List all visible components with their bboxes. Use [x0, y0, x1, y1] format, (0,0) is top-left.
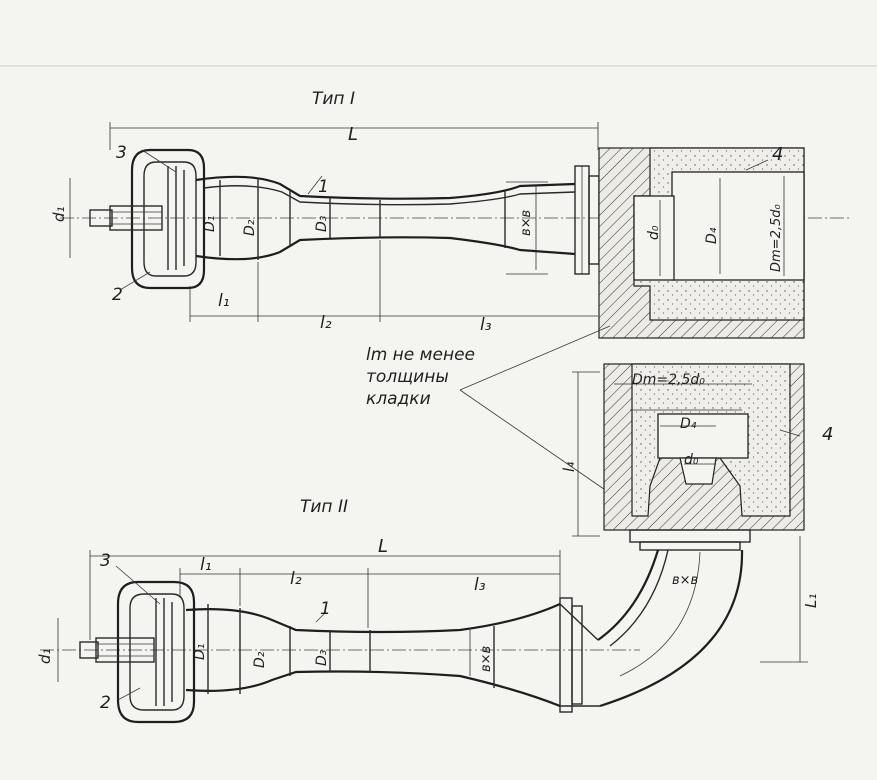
type2-label-d1: d₁ — [36, 648, 54, 664]
type1-title: Тип I — [312, 89, 355, 109]
type2-label-D1: D₁ — [192, 644, 208, 660]
type1-refractory-block — [598, 147, 805, 339]
type2-label-D4: D₄ — [680, 416, 697, 432]
type2-label-l1: l₁ — [200, 555, 212, 575]
type2-flange — [559, 597, 583, 713]
type2-elbow — [597, 549, 744, 708]
type2-length-dimensions — [57, 550, 561, 682]
type1-label-D1: D₁ — [202, 216, 218, 232]
type1-flange — [574, 165, 600, 275]
type1-labels: Тип I L 3 1 2 4 d₁ D₁ D₂ D₃ в×в d₀ D₄ Dm… — [50, 89, 784, 335]
type2-label-l3: l₃ — [474, 575, 486, 595]
type1-label-l1: l₁ — [218, 291, 230, 311]
type2-mixer-tube — [185, 602, 600, 708]
type1-assembly — [60, 122, 850, 339]
type2-assembly — [40, 363, 808, 724]
type2-label-d0: d₀ — [684, 452, 699, 468]
type2-label-D3: D₃ — [314, 649, 330, 666]
type1-label-D3: D₃ — [314, 215, 330, 232]
type2-label-bxb-h: в×в — [672, 573, 698, 588]
type2-label-L: L — [378, 536, 388, 557]
type2-vertical-dimensions — [572, 371, 808, 663]
type2-label-1: 1 — [320, 599, 331, 619]
type2-label-3: 3 — [100, 551, 111, 571]
type1-label-1: 1 — [318, 177, 329, 197]
type1-label-Dm: Dm=2,5d₀ — [769, 204, 784, 272]
type1-label-3: 3 — [116, 143, 127, 163]
type2-label-Dm: Dm=2,5d₀ — [632, 372, 705, 388]
type1-label-D2: D₂ — [242, 219, 258, 236]
type1-label-l3: l₃ — [480, 315, 492, 335]
type1-segment-dimensions — [189, 181, 598, 322]
type1-label-2: 2 — [112, 285, 123, 305]
type2-refractory-block — [603, 363, 805, 531]
type2-outlet-flange — [629, 529, 751, 551]
type2-label-L1: L₁ — [802, 594, 820, 608]
type2-labels: Тип II L 3 1 2 4 l₁ l₂ l₃ d₁ D₁ D₂ D₃ в×… — [36, 372, 833, 713]
type1-label-D4: D₄ — [704, 227, 720, 244]
type2-label-bxb-v: в×в — [479, 646, 494, 672]
masonry-note: lm не менее толщины кладки — [366, 345, 475, 409]
type1-length-dimension — [69, 122, 599, 258]
type2-label-2: 2 — [100, 693, 111, 713]
type1-label-L: L — [348, 124, 358, 145]
type1-label-l2: l₂ — [320, 313, 332, 333]
type1-label-d1: d₁ — [50, 206, 68, 222]
type1-burner-head — [89, 148, 206, 290]
type2-label-4: 4 — [822, 424, 833, 445]
type1-label-bxb: в×в — [519, 210, 534, 236]
type2-burner-head — [79, 580, 196, 724]
type1-label-4: 4 — [772, 144, 783, 165]
type2-label-l4: l₄ — [560, 462, 578, 472]
note-line-1: lm не менее — [366, 345, 475, 365]
type1-mixer-tube — [195, 175, 576, 261]
type2-label-D2: D₂ — [252, 651, 268, 668]
type2-label-l2: l₂ — [290, 569, 302, 589]
note-leaders — [459, 325, 615, 497]
note-line-3: кладки — [366, 389, 431, 409]
note-line-2: толщины — [366, 367, 449, 387]
type2-title: Тип II — [300, 497, 348, 517]
type1-label-d0: d₀ — [646, 225, 662, 240]
